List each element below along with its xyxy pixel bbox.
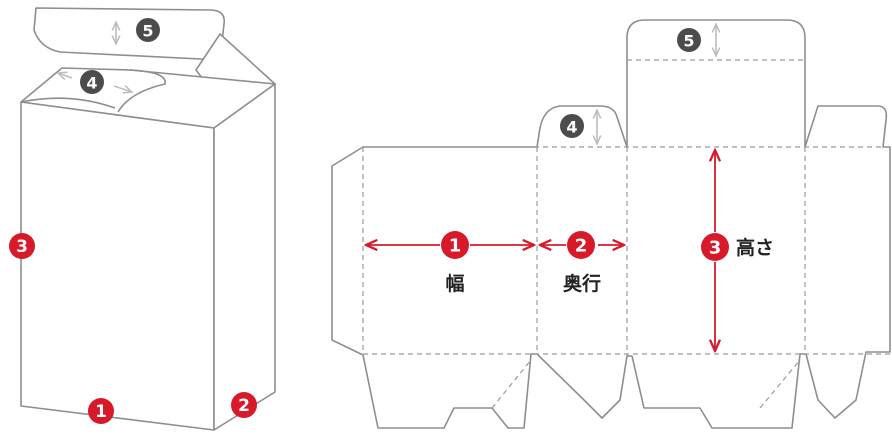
marker-2-flat: 2 — [567, 231, 595, 259]
svg-text:3: 3 — [709, 238, 722, 259]
svg-text:5: 5 — [683, 32, 694, 51]
box-side — [213, 83, 276, 431]
lid-flap — [33, 7, 226, 61]
fold-diagonal-2 — [759, 359, 801, 409]
svg-text:3: 3 — [16, 237, 28, 257]
assembled-box: 5 4 3 1 2 — [9, 7, 276, 431]
svg-text:4: 4 — [566, 118, 577, 137]
marker-5-top: 5 — [136, 18, 160, 42]
marker-2-bottom: 2 — [231, 392, 257, 418]
marker-4-top: 4 — [80, 70, 104, 94]
label-height: 高さ — [736, 236, 774, 259]
marker-3-side: 3 — [9, 233, 35, 259]
fold-diagonal-1 — [491, 359, 532, 409]
label-depth: 奥行 — [563, 272, 601, 295]
marker-1-flat: 1 — [441, 231, 469, 259]
svg-text:2: 2 — [575, 236, 588, 257]
dieline-outline — [331, 19, 891, 429]
svg-text:1: 1 — [95, 402, 107, 422]
marker-3-flat: 3 — [701, 233, 729, 261]
svg-text:1: 1 — [449, 236, 462, 257]
marker-5-flat: 5 — [677, 28, 701, 52]
svg-text:4: 4 — [86, 74, 97, 93]
label-width: 幅 — [445, 272, 464, 295]
marker-1-bottom: 1 — [88, 398, 114, 424]
box-front — [20, 101, 215, 431]
dust-flap-left — [20, 97, 116, 109]
flap-width-arrow-right — [113, 86, 132, 92]
svg-text:5: 5 — [142, 22, 153, 41]
svg-text:2: 2 — [238, 396, 250, 416]
dust-flap-right — [117, 69, 166, 113]
marker-4-flat: 4 — [560, 114, 584, 138]
dieline: 1 2 3 4 5 幅 奥行 高さ — [331, 19, 891, 429]
flap-width-arrow-left — [58, 73, 73, 78]
